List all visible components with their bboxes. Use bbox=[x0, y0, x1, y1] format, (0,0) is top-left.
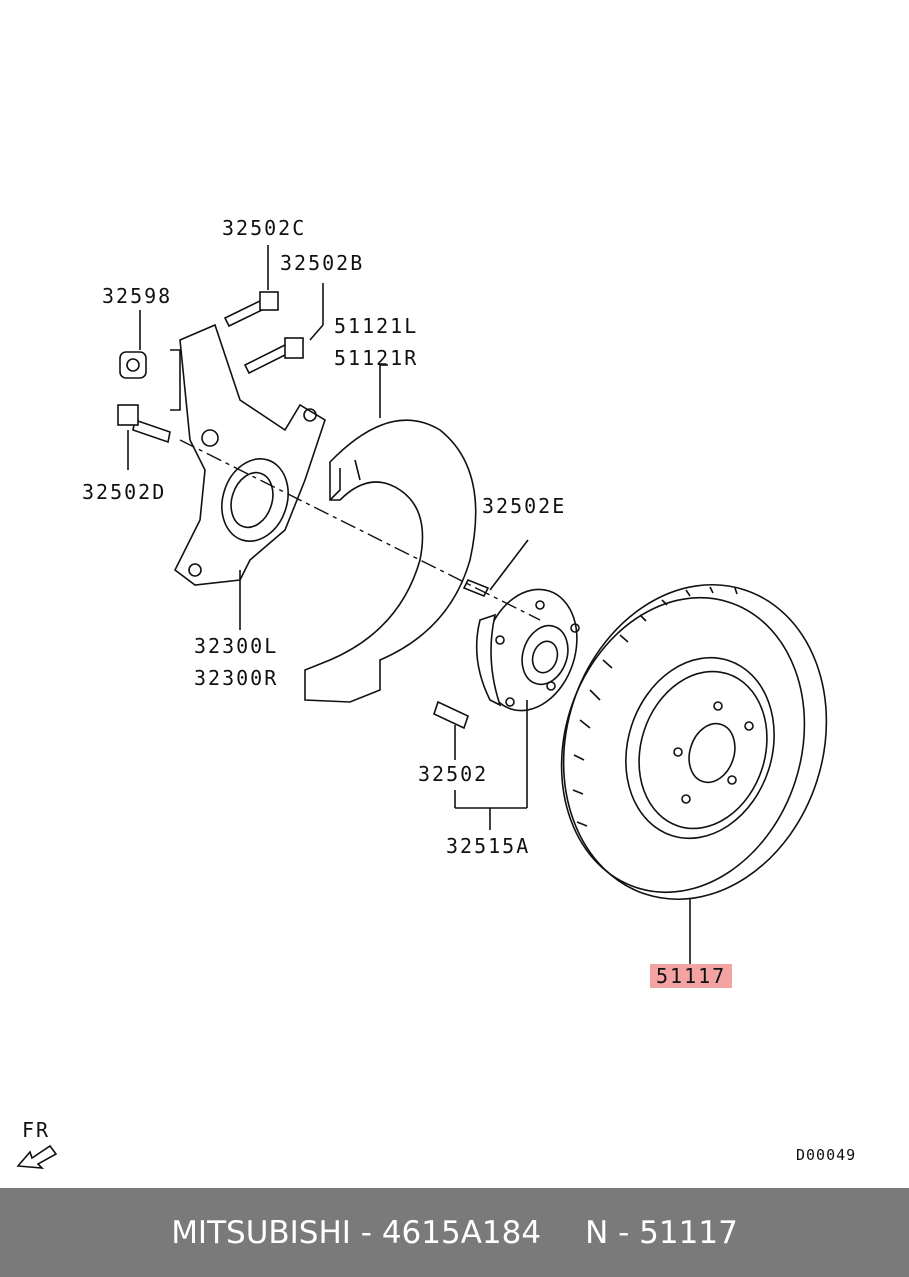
exploded-view bbox=[16, 245, 828, 1169]
label-32300l: 32300L bbox=[194, 634, 279, 658]
label-32502e: 32502E bbox=[482, 494, 567, 518]
footer-ref: N - 51117 bbox=[585, 1214, 738, 1251]
front-arrow-icon bbox=[16, 1144, 58, 1169]
label-32502c: 32502C bbox=[222, 216, 307, 240]
steering-knuckle bbox=[173, 323, 326, 630]
label-51121r: 51121R bbox=[334, 346, 419, 370]
diagram-code: D00049 bbox=[796, 1146, 857, 1164]
label-32515a: 32515A bbox=[446, 834, 531, 858]
hub-assembly bbox=[433, 539, 580, 830]
footer-bar: MITSUBISHI - 4615A184 N - 51117 bbox=[0, 1188, 909, 1277]
label-32598: 32598 bbox=[102, 284, 173, 308]
label-51117-highlighted: 51117 bbox=[650, 964, 733, 988]
brake-disc bbox=[560, 583, 828, 965]
axis-line bbox=[179, 439, 541, 621]
direction-label: FR bbox=[22, 1118, 51, 1142]
label-32502d: 32502D bbox=[82, 480, 167, 504]
footer-brand-part: MITSUBISHI - 4615A184 bbox=[171, 1214, 542, 1251]
dust-shield bbox=[304, 364, 477, 703]
label-32300r: 32300R bbox=[194, 666, 279, 690]
label-32502b: 32502B bbox=[280, 251, 365, 275]
label-32502: 32502 bbox=[418, 762, 489, 786]
parts-diagram: 32502C 32502B 32598 51121L 51121R 32502D… bbox=[16, 216, 857, 1169]
label-51121l: 51121L bbox=[334, 314, 419, 338]
bolts bbox=[117, 245, 324, 470]
